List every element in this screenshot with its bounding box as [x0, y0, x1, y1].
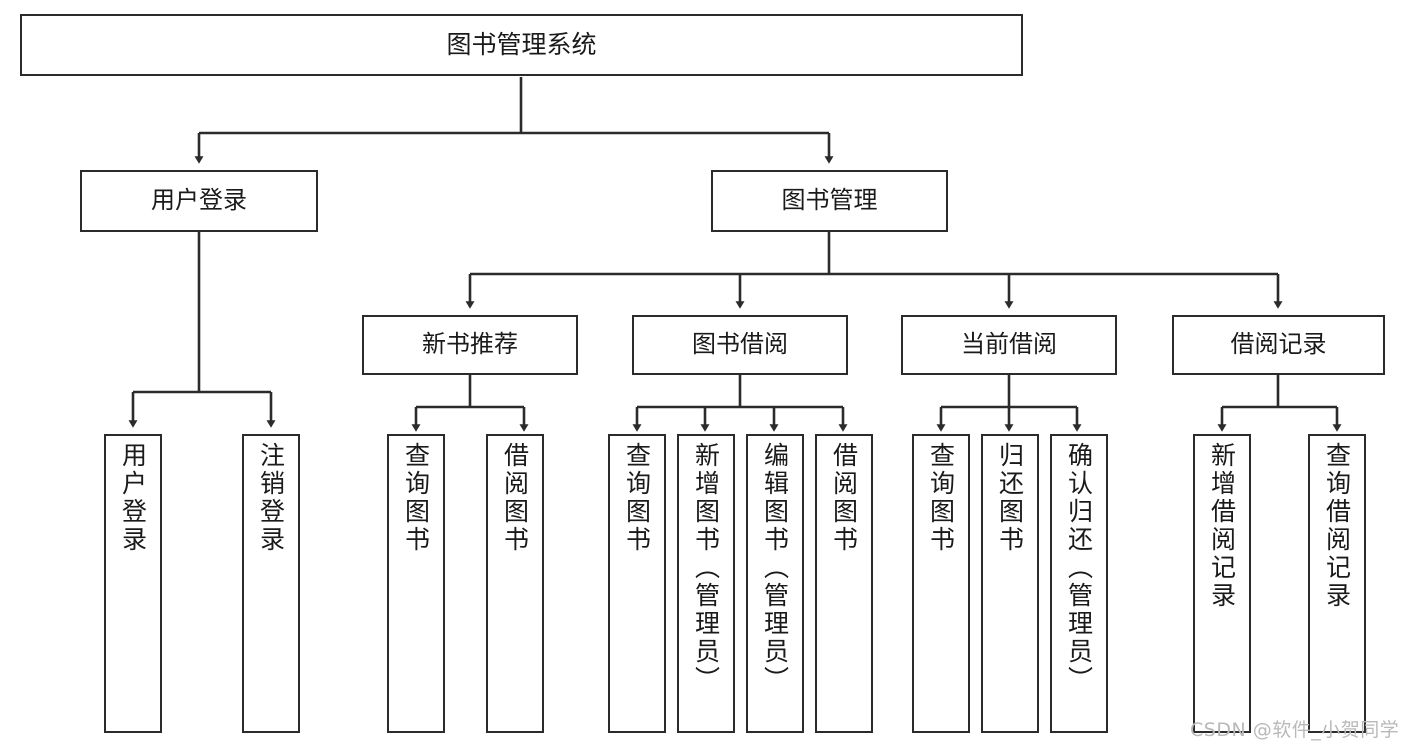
node-book-management[interactable]: 图书管理 [711, 170, 948, 232]
node-label: 借阅记录 [1230, 330, 1327, 359]
watermark: CSDN @软件_小贺同学 [1190, 719, 1400, 741]
node-label: 借阅图书 [829, 442, 859, 554]
node-borrow-record[interactable]: 借阅记录 [1172, 315, 1385, 375]
leaf-user-login[interactable]: 用户登录 [104, 434, 162, 733]
leaf-record-query-borrow-record[interactable]: 查询借阅记录 [1308, 434, 1366, 733]
node-label: 用户登录 [151, 186, 247, 215]
node-label: 查询借阅记录 [1322, 442, 1352, 610]
node-label: 编辑图书（管理员） [760, 442, 790, 694]
node-current-borrow[interactable]: 当前借阅 [901, 315, 1117, 375]
leaf-recommend-query-book[interactable]: 查询图书 [387, 434, 445, 733]
leaf-borrow-borrow-book[interactable]: 借阅图书 [815, 434, 873, 733]
node-label: 新增图书（管理员） [691, 442, 721, 694]
leaf-recommend-borrow-book[interactable]: 借阅图书 [486, 434, 544, 733]
node-label: 注销登录 [256, 442, 286, 554]
node-label: 归还图书 [995, 442, 1025, 554]
leaf-user-logout[interactable]: 注销登录 [242, 434, 300, 733]
node-label: 图书管理 [781, 186, 878, 215]
leaf-current-return-book[interactable]: 归还图书 [981, 434, 1039, 733]
node-label: 图书借阅 [692, 330, 788, 359]
leaf-record-add-borrow-record[interactable]: 新增借阅记录 [1193, 434, 1251, 733]
node-label: 用户登录 [118, 442, 148, 554]
leaf-borrow-add-book-admin[interactable]: 新增图书（管理员） [677, 434, 735, 733]
node-label: 查询图书 [401, 442, 431, 554]
leaf-borrow-query-book[interactable]: 查询图书 [608, 434, 666, 733]
node-root-system[interactable]: 图书管理系统 [20, 14, 1023, 76]
node-label: 确认归还（管理员） [1064, 442, 1094, 694]
leaf-borrow-edit-book-admin[interactable]: 编辑图书（管理员） [746, 434, 804, 733]
node-label: 查询图书 [926, 442, 956, 554]
node-new-book-recommend[interactable]: 新书推荐 [362, 315, 578, 375]
node-label: 新书推荐 [422, 330, 518, 359]
node-user-login[interactable]: 用户登录 [80, 170, 318, 232]
node-book-borrow[interactable]: 图书借阅 [632, 315, 848, 375]
node-label: 查询图书 [622, 442, 652, 554]
node-label: 图书管理系统 [446, 29, 597, 59]
node-label: 借阅图书 [500, 442, 530, 554]
leaf-current-query-book[interactable]: 查询图书 [912, 434, 970, 733]
node-label: 新增借阅记录 [1207, 442, 1237, 610]
leaf-current-confirm-return-admin[interactable]: 确认归还（管理员） [1050, 434, 1108, 733]
node-label: 当前借阅 [961, 330, 1057, 359]
